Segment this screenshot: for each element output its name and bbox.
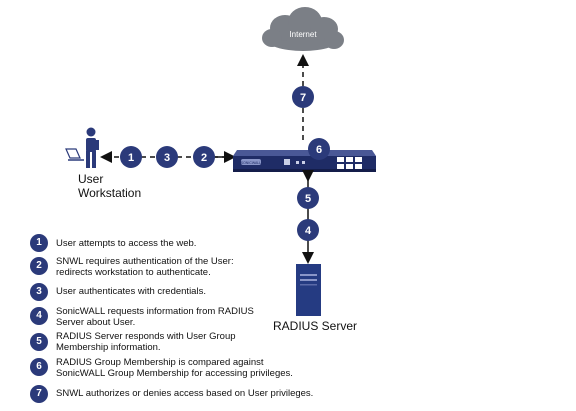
- legend-badge: 1: [30, 234, 48, 252]
- svg-text:2: 2: [201, 152, 207, 164]
- step-3-badge: 3: [156, 146, 178, 168]
- step-2-badge: 2: [193, 146, 215, 168]
- legend-item: 4 SonicWALL requests information from RA…: [30, 306, 350, 333]
- legend-item: 3 User authenticates with credentials.: [30, 283, 350, 309]
- legend-item: 6 RADIUS Group Membership is compared ag…: [30, 357, 350, 384]
- step-5-badge: 5: [297, 187, 319, 209]
- legend-text: SNWL authorizes or denies access based o…: [56, 388, 314, 399]
- legend-item: 2 SNWL requires authentication of the Us…: [30, 256, 350, 283]
- legend-text: SonicWALL requests information from RADI…: [56, 306, 254, 328]
- legend-item: 7 SNWL authorizes or denies access based…: [30, 385, 350, 411]
- legend-text: SNWL requires authentication of the User…: [56, 256, 234, 278]
- user-person-icon: [86, 127, 99, 168]
- legend-badge: 3: [30, 283, 48, 301]
- svg-text:1: 1: [128, 152, 134, 164]
- svg-text:4: 4: [305, 225, 312, 237]
- radius-server-label: RADIUS Server: [273, 319, 358, 333]
- legend-text: RADIUS Group Membership is compared agai…: [56, 357, 293, 379]
- step-4-badge: 4: [297, 219, 319, 241]
- legend-text: User authenticates with credentials.: [56, 286, 206, 297]
- legend-badge: 7: [30, 385, 48, 403]
- legend-badge: 5: [30, 333, 48, 351]
- step-6-badge: 6: [308, 138, 330, 160]
- internet-label: Internet: [289, 30, 317, 39]
- step-1-badge: 1: [120, 146, 142, 168]
- svg-text:7: 7: [300, 92, 306, 104]
- svg-text:5: 5: [305, 193, 311, 205]
- legend-badge: 2: [30, 257, 48, 275]
- legend-item: 1 User attempts to access the web.: [30, 234, 350, 260]
- device-brand-label: SONICWALL: [241, 161, 262, 165]
- legend-text: User attempts to access the web.: [56, 238, 197, 249]
- legend-text: RADIUS Server responds with User Group M…: [56, 331, 236, 353]
- legend-badge: 6: [30, 358, 48, 376]
- step-7-badge: 7: [292, 86, 314, 108]
- radius-server-icon: [296, 264, 321, 316]
- legend-badge: 4: [30, 307, 48, 325]
- internet-cloud-icon: [262, 7, 344, 51]
- legend-item: 5 RADIUS Server responds with User Group…: [30, 331, 350, 359]
- user-workstation-label: User Workstation: [78, 172, 142, 200]
- svg-text:6: 6: [316, 144, 322, 156]
- svg-text:3: 3: [164, 152, 170, 164]
- laptop-icon: [65, 148, 84, 161]
